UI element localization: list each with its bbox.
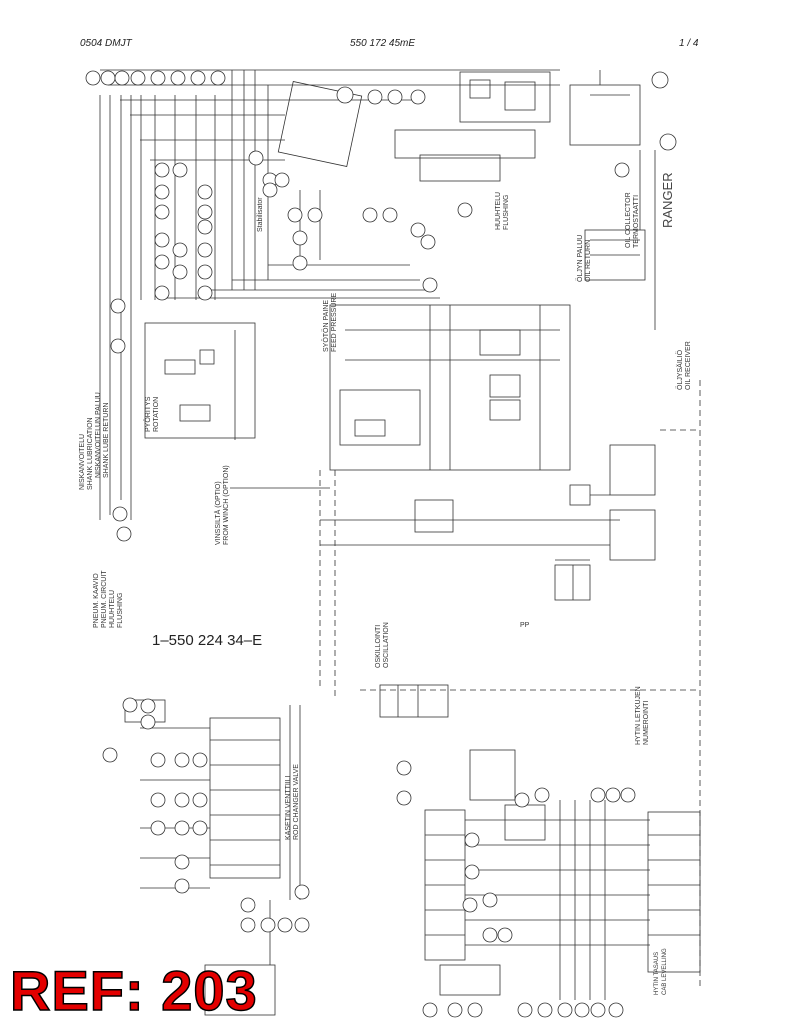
ref-stamp: REF: 203 bbox=[9, 959, 258, 1022]
label-pneum-circuit: PNEUM. KAAVIOPNEUM. CIRCUITHUUHTELUFLUSH… bbox=[93, 570, 124, 628]
label-shank-lubrication: NISKANVOITELUSHANK LUBRICATION bbox=[79, 417, 94, 490]
label-from-winch: VINSSILTÄ (OPTIO)FROM WINCH (OPTION) bbox=[214, 465, 230, 545]
label-rotation: PYÖRITYSROTATION bbox=[144, 396, 160, 432]
callout-group-top-left bbox=[85, 70, 226, 86]
label-ranger: RANGER bbox=[660, 172, 675, 228]
label-stabilizer: Stabilisator bbox=[257, 197, 264, 232]
label-pp: PP bbox=[520, 622, 530, 629]
part-number: 1–550 224 34–E bbox=[152, 632, 263, 649]
label-oil-collector: OIL COLLECTORTERMOSTAATTI bbox=[625, 192, 640, 248]
label-rod-changer: KASETIN VENTTIILIROD CHANGER VALVE bbox=[285, 764, 300, 840]
doc-code: 0504 DMJT bbox=[80, 38, 132, 49]
label-oil-return: ÖLJYN PALUUOIL RETURN bbox=[576, 235, 592, 282]
label-feed-pressure: SYÖTÖN PAINEFEED PRESSURE bbox=[322, 293, 338, 352]
page-number: 1 / 4 bbox=[679, 38, 699, 49]
label-cab-numbering: HYTIN LETKUJENNUMEROINTI bbox=[635, 686, 650, 745]
label-oscillation: OSKILLOINTIOSCILLATION bbox=[375, 622, 390, 668]
label-flushing: HUUHTELUFLUSHING bbox=[495, 192, 510, 230]
label-shank-lube-return: NISKANVOITELUN PALUUSHANK LUBE RETURN bbox=[95, 392, 110, 478]
drawing-number: 550 172 45mE bbox=[350, 38, 416, 49]
label-oil-receiver: ÖLJYSÄILIÖOIL RECEIVER bbox=[676, 341, 692, 390]
